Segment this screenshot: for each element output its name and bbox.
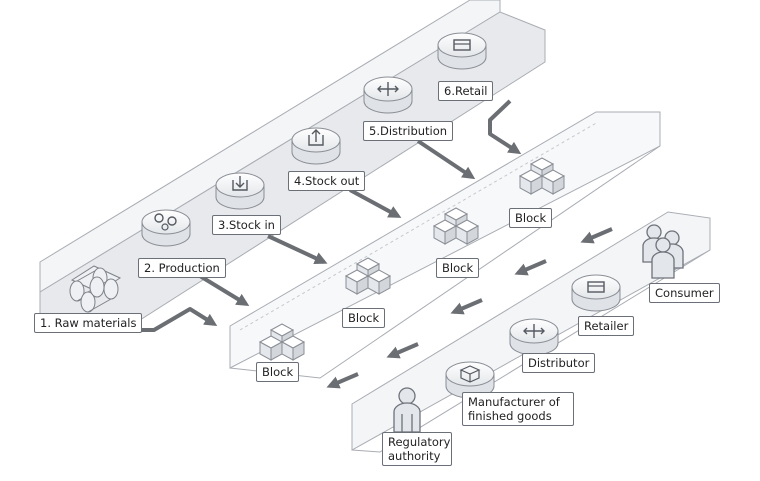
block-label: Block [436,258,480,278]
distributor-icon [509,318,559,356]
feed-arrow [450,298,483,315]
gears-icon [141,209,191,247]
box-icon [445,361,495,399]
step-label-stock-out: 4.Stock out [288,171,366,191]
feed-arrow [514,259,547,276]
participant-label-regulatory-authority: Regulatory authority [382,432,452,466]
step-label-stock-in: 3.Stock in [212,215,281,235]
feed-arrow [580,227,613,244]
step-label-retail: 6.Retail [438,81,494,101]
block-cubes [518,157,566,195]
people-icon [642,224,684,279]
step-label-raw-materials: 1. Raw materials [34,313,143,333]
flow-arrow [267,234,328,265]
participant-label-distributor: Distributor [522,353,596,373]
step-label-production: 2. Production [138,258,226,278]
flow-arrow [198,274,250,306]
block-cubes [258,323,306,361]
step-label-distribution: 5.Distribution [363,121,454,141]
stock-out-icon [291,127,341,165]
person-icon [393,387,421,433]
participant-label-consumer: Consumer [649,283,720,303]
flow-arrow [416,139,476,180]
block-label: Block [509,208,553,228]
stock-in-icon [215,172,265,210]
participant-label-manufacturer: Manufacturer of finished goods [462,392,574,426]
distribution-icon [363,76,413,114]
store-icon [571,274,621,312]
feed-arrow [326,372,359,389]
flow-arrow [349,188,402,218]
feed-arrow [386,342,419,359]
cylinders-icon [69,265,122,313]
block-label: Block [256,362,300,382]
block-label: Block [342,308,386,328]
block-cubes [432,207,480,245]
participant-label-retailer: Retailer [578,316,635,336]
block-cubes [344,257,392,295]
flow-arrow [488,99,522,155]
retail-icon [437,32,487,70]
